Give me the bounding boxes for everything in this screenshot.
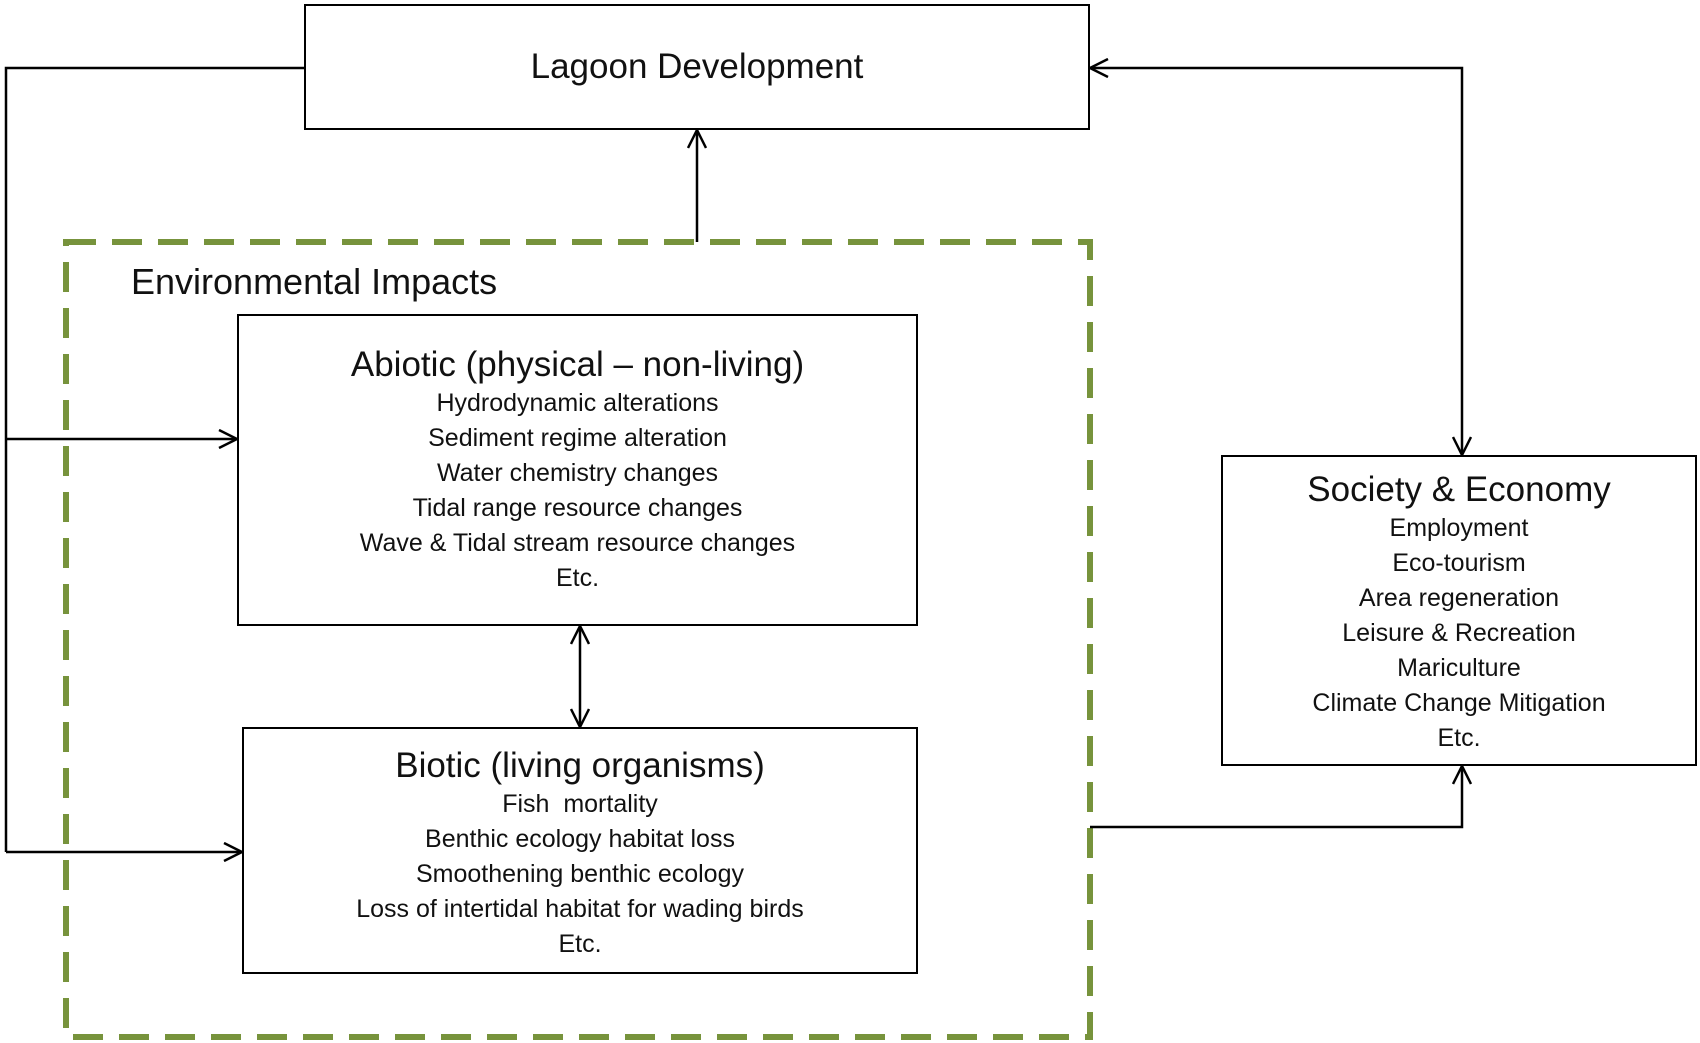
biotic-item: Benthic ecology habitat loss bbox=[425, 825, 735, 853]
lagoon-development-box: Lagoon Development bbox=[304, 4, 1090, 130]
arrow-lagoon-society bbox=[1090, 68, 1462, 455]
biotic-item: Smoothening benthic ecology bbox=[415, 860, 744, 888]
abiotic-item: Sediment regime alteration bbox=[428, 424, 727, 452]
society-item: Etc. bbox=[1437, 724, 1481, 752]
biotic-item: Fish mortality bbox=[502, 790, 658, 818]
society-item: Area regeneration bbox=[1358, 584, 1560, 612]
biotic-box: Biotic (living organisms) Fish mortality… bbox=[242, 727, 918, 974]
biotic-item: Etc. bbox=[558, 930, 602, 958]
society-economy-box: Society & Economy Employment Eco-tourism… bbox=[1221, 455, 1697, 766]
arrow-env-to-society bbox=[1090, 766, 1462, 829]
society-item: Mariculture bbox=[1397, 654, 1521, 682]
abiotic-item-list: Hydrodynamic alterations Sediment regime… bbox=[239, 386, 916, 596]
abiotic-item: Hydrodynamic alterations bbox=[436, 389, 719, 417]
society-item: Eco-tourism bbox=[1392, 549, 1526, 577]
biotic-title: Biotic (living organisms) bbox=[395, 746, 765, 785]
abiotic-item: Tidal range resource changes bbox=[412, 494, 743, 522]
biotic-item: Loss of intertidal habitat for wading bi… bbox=[356, 895, 804, 923]
environmental-impacts-label: Environmental Impacts bbox=[131, 261, 498, 302]
society-item: Climate Change Mitigation bbox=[1312, 689, 1606, 717]
lagoon-development-title: Lagoon Development bbox=[530, 47, 864, 86]
society-item: Leisure & Recreation bbox=[1342, 619, 1576, 647]
environmental-impacts-boundary bbox=[63, 239, 1093, 1040]
society-economy-title: Society & Economy bbox=[1307, 470, 1611, 509]
abiotic-title: Abiotic (physical – non-living) bbox=[350, 345, 805, 384]
abiotic-item: Etc. bbox=[555, 564, 600, 592]
lagoon-left-feedback-line bbox=[4, 66, 304, 852]
abiotic-box: Abiotic (physical – non-living) Hydrodyn… bbox=[237, 314, 918, 626]
abiotic-item: Water chemistry changes bbox=[436, 459, 719, 487]
biotic-item-list: Fish mortality Benthic ecology habitat l… bbox=[244, 787, 916, 962]
abiotic-item: Wave & Tidal stream resource changes bbox=[359, 529, 796, 557]
society-item: Employment bbox=[1389, 514, 1529, 542]
society-item-list: Employment Eco-tourism Area regeneration… bbox=[1223, 511, 1695, 756]
